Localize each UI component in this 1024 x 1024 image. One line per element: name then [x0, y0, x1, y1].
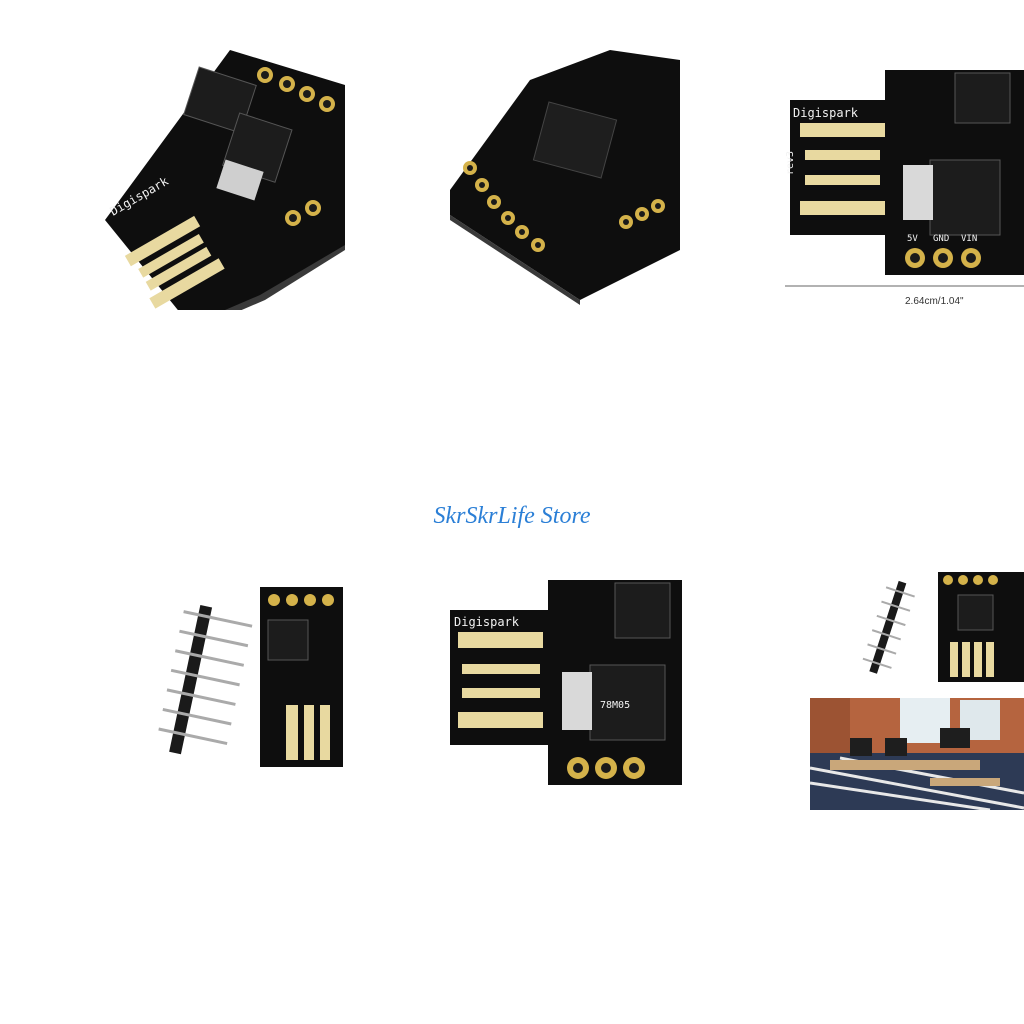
rev-silk: rev3 — [785, 151, 796, 175]
dimension-line — [785, 285, 1024, 287]
board-illustration: Digispark — [105, 50, 345, 310]
product-photo-angled-top: Digispark — [95, 30, 345, 310]
product-photo-small — [848, 570, 1024, 685]
pin-label-5v: 5V — [907, 234, 918, 244]
regulator-marking: 78M05 — [600, 700, 630, 711]
store-name: SkrSkrLife Store — [433, 503, 591, 529]
brand-silk-view: Digispark — [454, 615, 520, 629]
headers-illustration — [158, 587, 343, 767]
board-top-illustration: Digispark rev3 5V GND VIN — [785, 70, 1024, 275]
board-back-illustration — [450, 50, 680, 305]
pin-label-vin: VIN — [961, 234, 977, 244]
product-photo-back — [430, 40, 680, 330]
board-top-view-illustration: Digispark 78M05 — [450, 580, 682, 785]
office-scene — [810, 698, 1024, 810]
pin-label-gnd: GND — [933, 234, 949, 244]
product-photo-dimension: Digispark rev3 5V GND VIN — [785, 65, 1024, 280]
product-photo-with-headers — [108, 585, 343, 780]
dimension-label: 2.64cm/1.04" — [905, 296, 964, 307]
brand-silk-top: Digispark — [793, 106, 859, 120]
small-board-illustration — [862, 572, 1024, 682]
product-photo-top-view: Digispark 78M05 — [450, 580, 682, 785]
office-photo — [810, 698, 1024, 810]
